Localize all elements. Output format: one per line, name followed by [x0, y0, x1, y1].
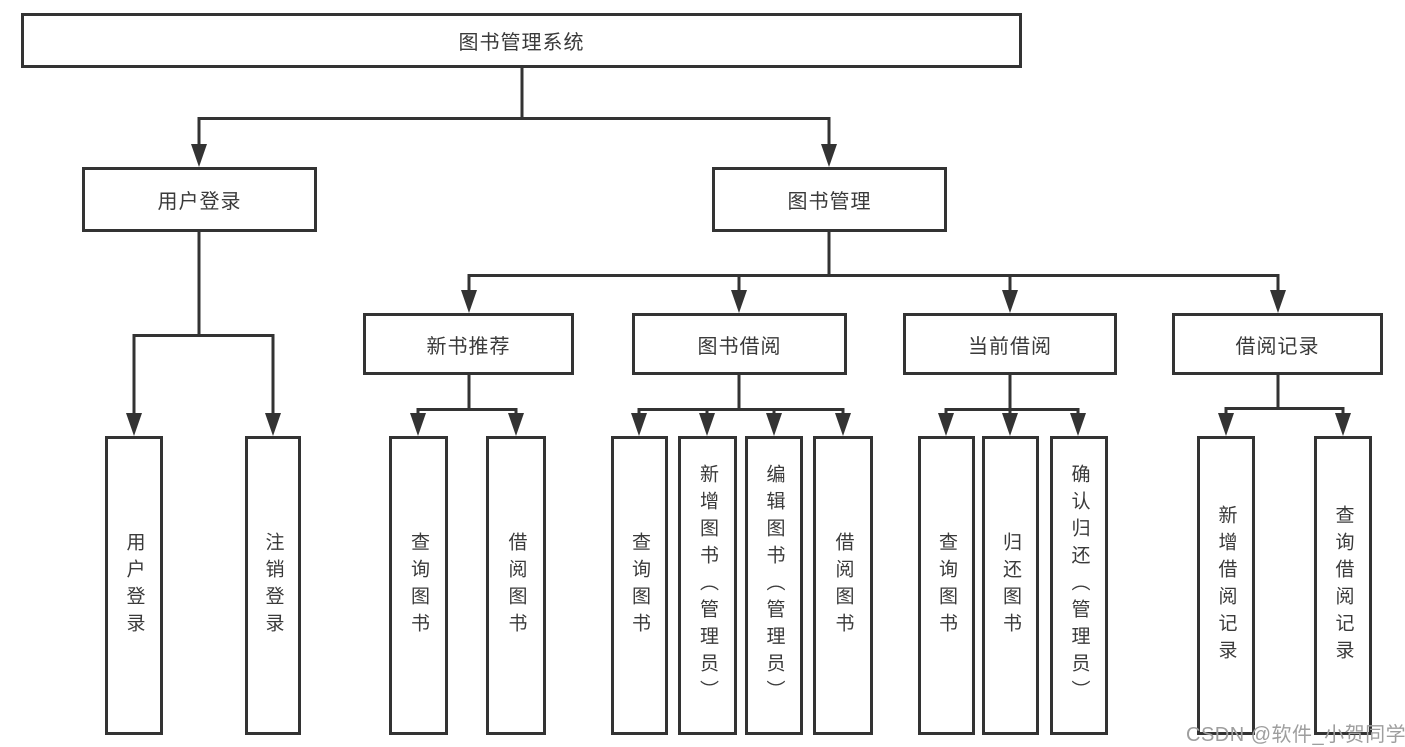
arrowheads [126, 144, 1351, 436]
leaf-user-login: 用户登录 [105, 436, 163, 735]
node-user-login: 用户登录 [82, 167, 317, 232]
connector-recommend-to-leaves [416, 375, 518, 418]
leaf-records-query-record: 查询借阅记录 [1314, 436, 1372, 735]
leaf-records-add-record: 新增借阅记录 [1197, 436, 1255, 735]
node-current-borrow: 当前借阅 [903, 313, 1117, 375]
leaf-current-query-book: 查询图书 [918, 436, 975, 735]
connector-current-to-leaves [944, 375, 1080, 418]
csdn-watermark: CSDN @软件_小贺同学 [1186, 724, 1405, 746]
leaf-borrow-edit-book-admin: 编辑图书（管理员） [745, 436, 803, 735]
connector-root-to-level2 [197, 68, 831, 148]
leaf-logout: 注销登录 [245, 436, 301, 735]
leaf-current-return-book: 归还图书 [982, 436, 1039, 735]
node-borrow-records: 借阅记录 [1172, 313, 1383, 375]
node-book-borrow: 图书借阅 [632, 313, 847, 375]
connector-records-to-leaves [1224, 375, 1345, 418]
node-root-system: 图书管理系统 [21, 13, 1022, 68]
leaf-recommend-query-book: 查询图书 [389, 436, 448, 735]
leaf-recommend-borrow-book: 借阅图书 [486, 436, 546, 735]
connector-bookmgmt-to-level3 [467, 232, 1280, 294]
node-book-management: 图书管理 [712, 167, 947, 232]
connector-userlogin-to-leaves [132, 232, 275, 418]
leaf-borrow-add-book-admin: 新增图书（管理员） [678, 436, 737, 735]
leaf-borrow-query-book: 查询图书 [611, 436, 668, 735]
node-new-book-recommend: 新书推荐 [363, 313, 574, 375]
leaf-current-confirm-return-admin: 确认归还（管理员） [1050, 436, 1108, 735]
leaf-borrow-borrow-book: 借阅图书 [813, 436, 873, 735]
connector-borrow-to-leaves [637, 375, 845, 418]
